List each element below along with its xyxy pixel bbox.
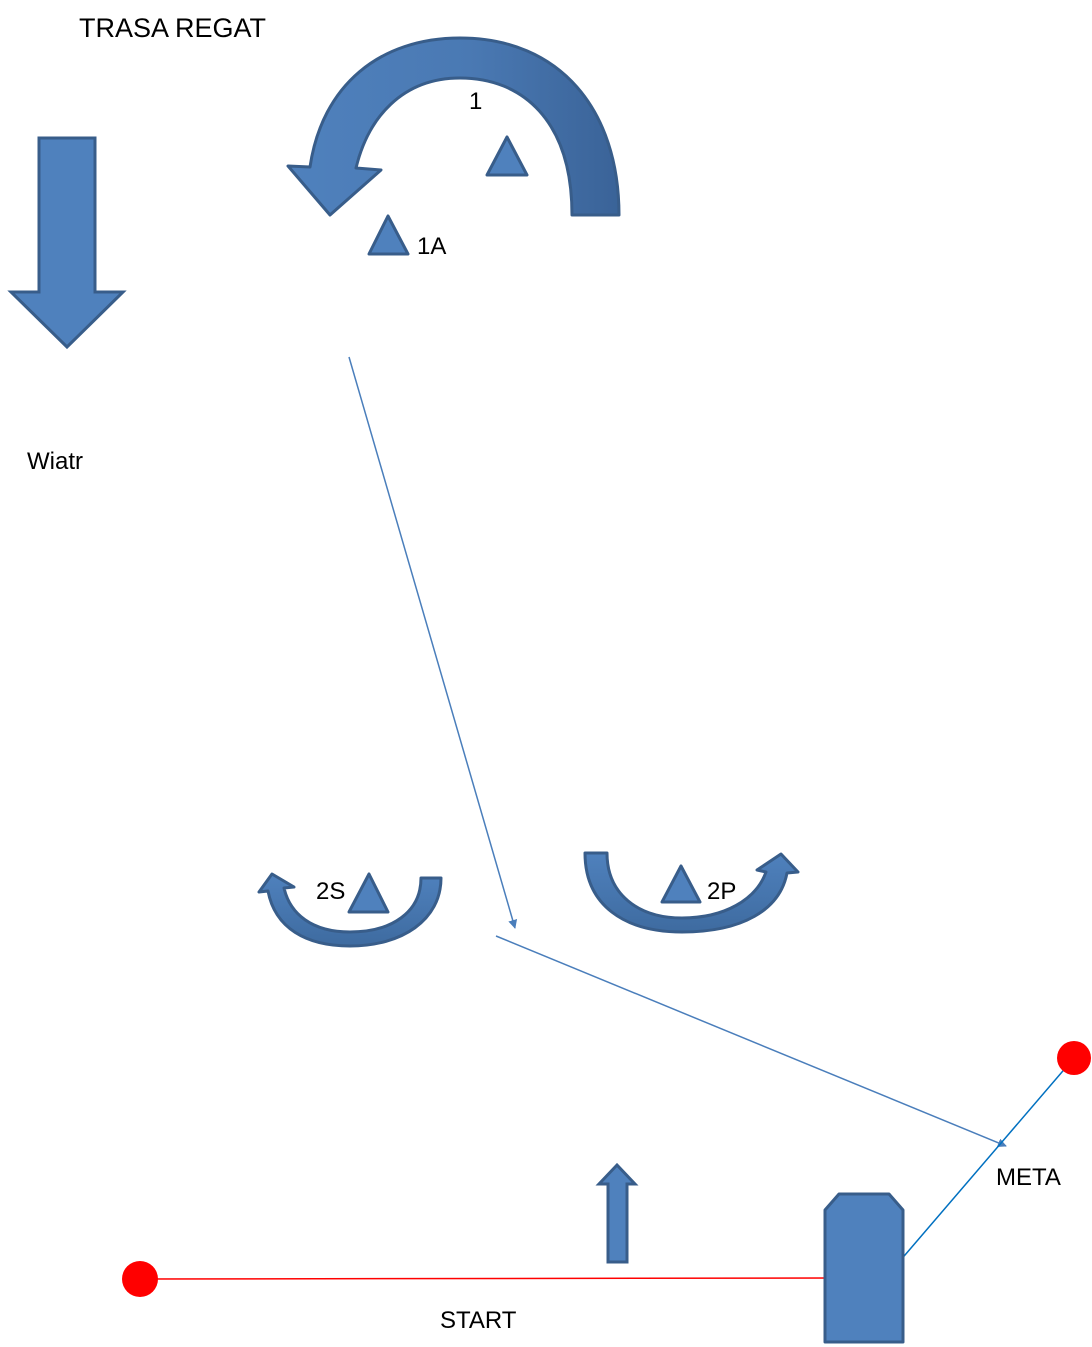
mark-2s-buoy-icon [347, 872, 390, 914]
mark-2p-buoy-icon [660, 864, 702, 904]
mark-2p-label: 2P [707, 878, 736, 905]
committee-boat-icon [823, 1192, 905, 1344]
mark-1a-label: 1A [417, 233, 446, 260]
course-leg-downwind [348, 356, 518, 929]
mark-1a-buoy-icon [367, 214, 410, 256]
mark-1-label: 1 [469, 88, 482, 115]
mark-1-turn-arrow-icon [286, 36, 621, 217]
start-line [139, 1277, 837, 1280]
finish-label: META [996, 1164, 1061, 1191]
course-leg-to-finish [495, 935, 1007, 1148]
wind-arrow-icon [7, 136, 127, 350]
finish-line-end-red-dot-icon [1057, 1041, 1091, 1075]
start-line-end-red-dot-icon [122, 1261, 158, 1297]
finish-line [898, 1057, 1075, 1263]
mark-2s-label: 2S [316, 878, 345, 905]
wind-label: Wiatr [27, 448, 83, 475]
start-label: START [440, 1307, 517, 1334]
diagram-title: TRASA REGAT [79, 13, 266, 43]
start-direction-up-arrow-icon [595, 1162, 639, 1264]
mark-2s-turn-arrow-icon [257, 872, 443, 948]
mark-1-buoy-icon [485, 135, 529, 177]
mark-2p-turn-arrow-icon [583, 851, 800, 934]
